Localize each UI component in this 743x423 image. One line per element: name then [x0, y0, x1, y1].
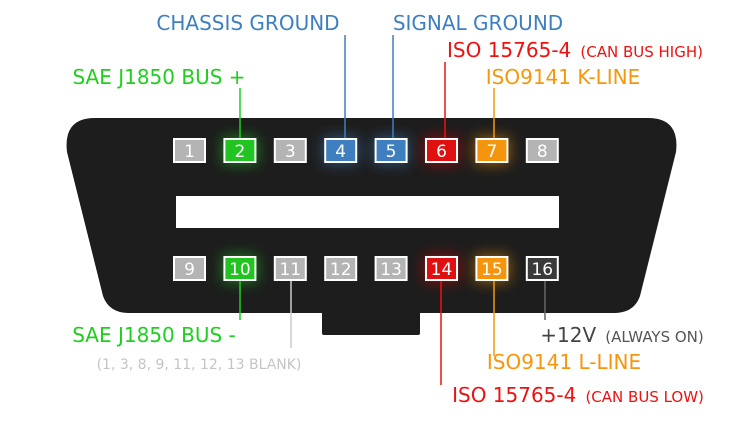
label-can-low: ISO 15765-4 (CAN BUS LOW): [452, 383, 704, 407]
label-sae-plus: SAE J1850 BUS +: [72, 65, 245, 89]
label-k-line: ISO9141 K-LINE: [486, 65, 640, 89]
leader-lines: [239, 35, 546, 385]
pin-4-number: 4: [335, 142, 346, 162]
pin-8-number: 8: [537, 142, 548, 162]
pin-14: [425, 256, 458, 281]
pin-9-number: 9: [184, 260, 195, 280]
label-can-high-sub: (CAN BUS HIGH): [580, 43, 703, 61]
pin-5-number: 5: [386, 142, 397, 162]
label-12v-sub: (ALWAYS ON): [605, 328, 704, 346]
pin-15: [475, 256, 509, 281]
pin-11: [273, 256, 307, 281]
label-sae-minus: SAE J1850 BUS -: [72, 323, 236, 347]
pin-6-number: 6: [436, 142, 447, 162]
pin-7-number: 7: [486, 142, 497, 162]
pin-2-number: 2: [234, 142, 245, 162]
pin-8: [525, 138, 559, 163]
pin-row-top: 1 2 3 4 5 6 7 8: [173, 138, 559, 163]
connector-center-slot: [176, 196, 559, 228]
pin-6: [425, 138, 458, 163]
label-12v-main: +12V: [540, 323, 596, 347]
label-blank-note: (1, 3, 8, 9, 11, 12, 13 BLANK): [97, 357, 302, 373]
pin-12-number: 12: [330, 260, 352, 280]
pin-4: [324, 138, 358, 163]
pin-13: [374, 256, 408, 281]
pin-row-bottom: 9 10 11 12 13 14 15 16: [173, 256, 559, 281]
pin-10: [223, 256, 257, 281]
pin-16-number: 16: [531, 260, 553, 280]
pin-1: [173, 138, 206, 163]
pin-15-number: 15: [481, 260, 503, 280]
pin-16: [525, 256, 559, 281]
label-can-low-sub: (CAN BUS LOW): [585, 388, 703, 406]
pin-13-number: 13: [380, 260, 402, 280]
pin-3-number: 3: [285, 142, 296, 162]
pin-1-number: 1: [184, 142, 195, 162]
pin-7: [475, 138, 509, 163]
pin-12: [324, 256, 358, 281]
pin-3: [273, 138, 307, 163]
pin-5: [374, 138, 408, 163]
label-can-high-main: ISO 15765-4: [447, 38, 571, 62]
label-l-line: ISO9141 L-LINE: [487, 350, 641, 374]
pin-10-number: 10: [229, 260, 251, 280]
pin-2: [223, 138, 257, 163]
pin-14-number: 14: [431, 260, 453, 280]
label-chassis-ground: CHASSIS GROUND: [156, 11, 339, 35]
label-signal-ground: SIGNAL GROUND: [393, 11, 563, 35]
pin-11-number: 11: [279, 260, 301, 280]
label-12v: +12V (ALWAYS ON): [540, 323, 704, 347]
label-can-low-main: ISO 15765-4: [452, 383, 576, 407]
pin-9: [173, 256, 206, 281]
connector-key-tab: [322, 305, 420, 335]
label-can-high: ISO 15765-4 (CAN BUS HIGH): [447, 38, 703, 62]
